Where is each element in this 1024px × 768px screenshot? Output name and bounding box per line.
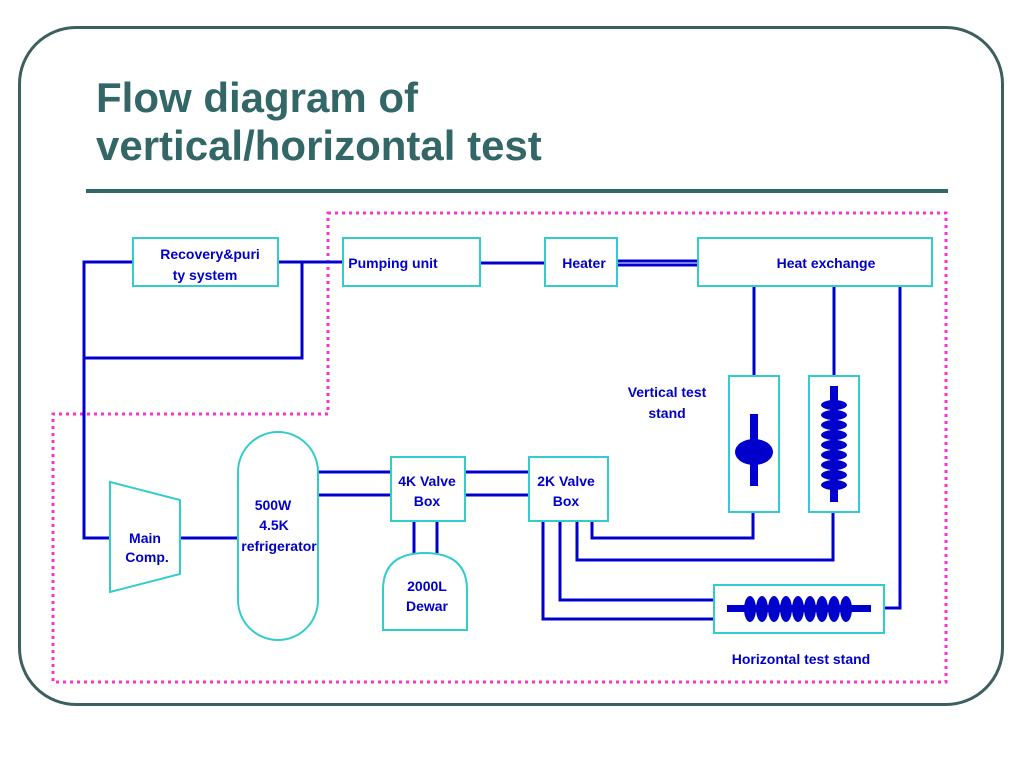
coil (821, 420, 847, 430)
pipe-2k-hstand2 (541, 521, 714, 621)
dewar-label-1: 2000L (407, 578, 447, 594)
horizontal-stand-label: Horizontal test stand (732, 651, 870, 667)
main-comp-shape (109, 480, 181, 594)
pipe-2k-vstand2 (575, 512, 835, 562)
heater-label: Heater (562, 255, 606, 271)
cold-boundary (51, 211, 948, 684)
slide-frame (18, 26, 1004, 706)
main-comp-label-2: Comp. (125, 549, 169, 565)
pipe-2k-hstand1 (558, 521, 714, 602)
coil (768, 596, 780, 622)
recovery-box (132, 237, 279, 287)
coil (780, 596, 792, 622)
coil (756, 596, 768, 622)
heater-box (544, 237, 618, 287)
coil (821, 470, 847, 480)
coil (828, 596, 840, 622)
slide-title: Flow diagram of vertical/horizontal test (96, 74, 542, 170)
coil (792, 596, 804, 622)
heat-exchange-box (697, 237, 933, 287)
vertical-stand-1-sample (735, 439, 773, 465)
recovery-label-2: ty system (173, 267, 238, 283)
refrigerator-label-2: 4.5K (259, 517, 289, 533)
pipe-recovery-loop (84, 260, 304, 360)
recovery-label-1: Recovery&puri (160, 246, 260, 262)
coil (821, 410, 847, 420)
coil (821, 480, 847, 490)
pipe-4k-dewar (412, 521, 439, 553)
title-underline (86, 189, 948, 193)
piping (82, 259, 902, 621)
pipe-4k-2k (465, 470, 529, 497)
main-comp-label-1: Main (129, 530, 161, 546)
refrigerator-shape (237, 431, 319, 641)
coil (821, 430, 847, 440)
dewar-label-2: Dewar (406, 598, 449, 614)
pipe-hx-hstand (884, 286, 902, 610)
coil (821, 450, 847, 460)
valve-box-4k-label-2: Box (414, 493, 441, 509)
heat-exchange-label: Heat exchange (777, 255, 876, 271)
pipe-2k-vstand1 (590, 512, 755, 540)
vertical-stand-label-2: stand (648, 405, 685, 421)
title-line-1: Flow diagram of (96, 74, 419, 121)
coil (821, 400, 847, 410)
pipe-heater-hx (617, 259, 698, 267)
valve-box-2k-label-2: Box (553, 493, 580, 509)
coil (744, 596, 756, 622)
horizontal-stand-coils (744, 596, 852, 622)
pumping-unit-label: Pumping unit (348, 255, 438, 271)
valve-box-2k (528, 456, 609, 522)
coil (821, 440, 847, 450)
refrigerator-label-3: refrigerator (241, 538, 317, 554)
pumping-unit-box (342, 237, 481, 287)
valve-box-2k-label-1: 2K Valve (537, 473, 595, 489)
title-line-2: vertical/horizontal test (96, 122, 542, 169)
coil (804, 596, 816, 622)
coil (840, 596, 852, 622)
vertical-stand-label-1: Vertical test (628, 384, 707, 400)
refrigerator-label-1: 500W (255, 497, 292, 513)
vertical-stand-2-coils (821, 400, 847, 490)
valve-box-4k (390, 456, 466, 522)
coil (816, 596, 828, 622)
valve-box-4k-label-1: 4K Valve (398, 473, 456, 489)
dewar-shape (382, 551, 468, 631)
pipe-fridge-4k (318, 470, 391, 497)
pipe-recovery-left (82, 260, 133, 540)
coil (821, 460, 847, 470)
